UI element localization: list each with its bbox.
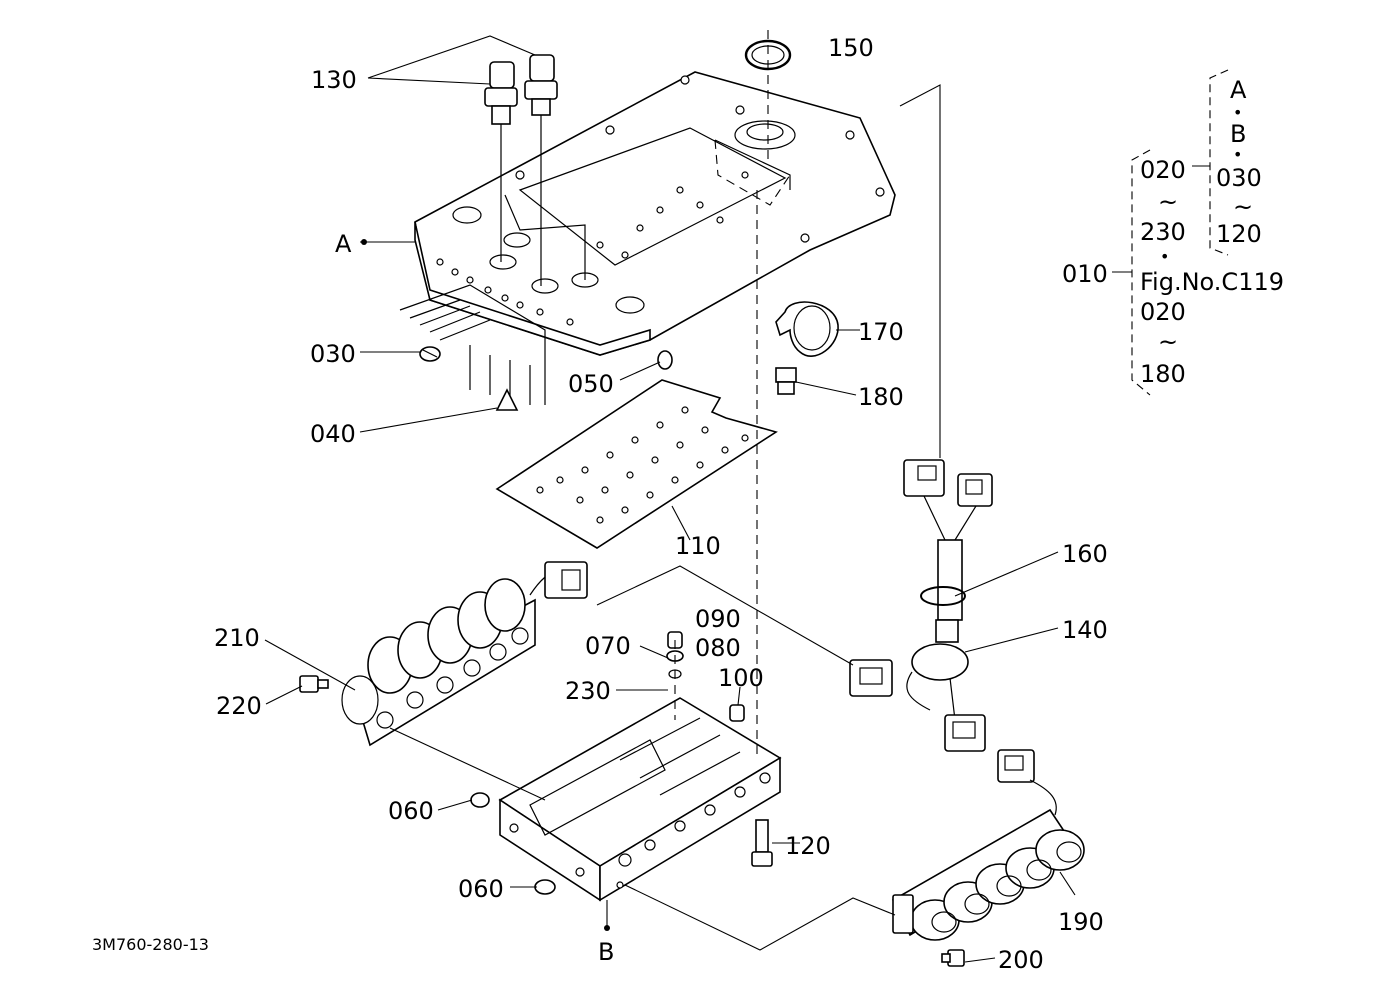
callout-160: 160 [1062,540,1108,568]
plug-100 [729,704,745,722]
bolt-200 [941,949,965,967]
legend-inner-from: 030 [1216,164,1262,192]
ref-b-label: B [598,938,614,966]
body-side-projection [399,284,546,405]
lower-valve-body [498,697,782,902]
callout-170: 170 [858,318,904,346]
assembly-lines [389,84,941,951]
callout-080: 080 [695,634,741,662]
legend-inner-b: B [1230,120,1246,148]
legend-fig-tilde: ~ [1158,328,1178,356]
plug-050 [657,350,673,370]
solenoid-assembly-right [891,779,1085,941]
separator-plate [495,379,778,549]
legend-inner-tilde: ~ [1233,193,1253,221]
ref-a-marker [361,239,367,245]
bolt-180 [775,367,797,395]
legend-outer-from: 020 [1140,156,1186,184]
callout-110: 110 [675,532,721,560]
wire-harness [849,459,1035,783]
callout-130: 130 [311,66,357,94]
callout-060-lower: 060 [458,875,504,903]
callout-030: 030 [310,340,356,368]
plug-060-upper [470,792,490,808]
legend-fig-to: 180 [1140,360,1186,388]
kit-legend [1112,69,1229,396]
bolt-220 [299,675,329,693]
legend-outer-dot: • [1160,247,1169,266]
plug-030 [419,346,441,362]
callout-210: 210 [214,624,260,652]
bolt-120 [751,819,773,867]
pressure-switch-left [484,61,518,262]
callout-140: 140 [1062,616,1108,644]
solenoid-assembly-left [341,561,588,747]
callout-230: 230 [565,677,611,705]
callout-100: 100 [718,664,764,692]
legend-figure-ref: Fig.No.C119 [1140,268,1284,296]
callout-050: 050 [568,370,614,398]
legend-inner-a: A [1230,76,1247,104]
switch-connection-lines [504,194,586,280]
leader-lines [264,241,1076,963]
legend-kit-010: 010 [1062,260,1108,288]
callout-120: 120 [785,832,831,860]
callout-040: 040 [310,420,356,448]
ref-b-marker [604,925,610,931]
callout-060-upper: 060 [388,797,434,825]
ref-a-label: A [335,230,352,258]
pressure-switch-right [524,54,558,286]
legend-outer-to: 230 [1140,218,1186,246]
leader-130 [367,35,536,85]
callout-070: 070 [585,632,631,660]
drawing-code: 3M760-280-13 [92,935,209,954]
legend-inner-dot-1: • [1233,103,1242,122]
callout-090: 090 [695,605,741,633]
plug-060-lower [534,879,556,895]
callout-180: 180 [858,383,904,411]
callout-200: 200 [998,946,1044,974]
legend-fig-from: 020 [1140,298,1186,326]
legend-inner-dot-2: • [1233,145,1242,164]
legend-inner-to: 120 [1216,220,1262,248]
callout-220: 220 [216,692,262,720]
callout-190: 190 [1058,908,1104,936]
upper-valve-body [414,71,896,356]
callout-150: 150 [828,34,874,62]
clamp [775,301,839,357]
legend-outer-tilde: ~ [1158,188,1178,216]
ball-040 [495,388,519,411]
